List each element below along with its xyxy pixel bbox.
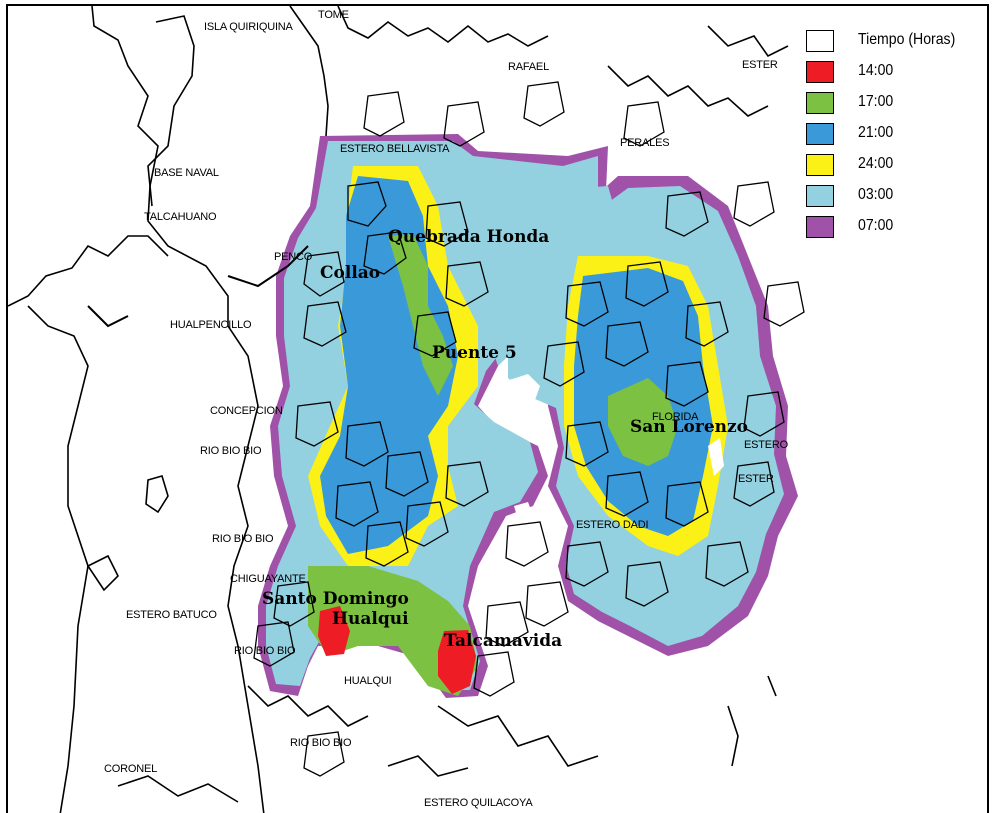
label-florida: FLORIDA [652,411,699,423]
sector-quebrada-honda: Quebrada Honda [388,227,549,247]
legend-item: 14:00 [806,61,987,87]
legend-label: 24:00 [858,155,894,172]
sector-san-lorenzo: San Lorenzo [630,417,748,437]
coastline-lines [8,6,789,813]
map-frame: TOME ISLA QUIRIQUINA RAFAEL ESTER ESTERO… [6,4,989,813]
legend-swatch [806,123,834,145]
label-estero-bellavista: ESTERO BELLAVISTA [340,143,450,155]
label-tome: TOME [318,9,349,21]
zone-green-north [388,234,453,396]
label-rio-bio-bio-2: RIO BIO BIO [212,533,274,545]
legend-label: 21:00 [858,124,894,141]
label-rafael: RAFAEL [508,61,549,73]
label-estero-right: ESTER [738,473,774,485]
sector-hualqui: Hualqui [332,609,409,629]
label-rio-bio-bio-3: RIO BIO BIO [234,645,296,657]
label-isla-quiriquina: ISLA QUIRIQUINA [204,21,294,33]
legend-label: 14:00 [858,62,894,79]
zone-green-south [308,566,478,696]
legend-swatch [806,216,834,238]
label-estero-right2: ESTERO [744,439,789,451]
legend-item: 07:00 [806,216,987,242]
sector-puente5: Puente 5 [432,343,517,363]
legend-item: 24:00 [806,154,987,180]
label-penco: PENCO [274,251,313,263]
legend-swatch [806,30,834,52]
zone-central-cyan [478,186,628,366]
sector-collao: Collao [320,263,380,283]
legend-label: 17:00 [858,93,894,110]
legend-item: 21:00 [806,123,987,149]
parcel-outlines [253,81,805,777]
legend-swatch [806,61,834,83]
legend-swatch [806,92,834,114]
legend-label: Tiempo (Horas) [858,31,956,48]
hole-1 [500,374,540,416]
label-hualqui: HUALQUI [344,675,392,687]
label-estero-quilacoya: ESTERO QUILACOYA [424,797,533,809]
hole-2 [708,438,724,476]
zone-green-east [608,378,678,466]
label-concepcion: CONCEPCION [210,405,283,417]
sector-talcamavida: Talcamavida [444,631,562,651]
legend-swatch [806,154,834,176]
label-rio-bio-bio-4: RIO BIO BIO [290,737,352,749]
label-coronel: CORONEL [104,763,157,775]
label-estero-batuco: ESTERO BATUCO [126,609,217,621]
zone-red-hualqui [318,606,350,656]
label-talcahuano: TALCAHUANO [144,211,217,223]
legend-item: 17:00 [806,92,987,118]
label-perales: PERALES [620,137,669,149]
label-estero-top: ESTER [742,59,778,71]
label-rio-bio-bio-1: RIO BIO BIO [200,445,262,457]
legend-label: 03:00 [858,186,894,203]
legend-item: 03:00 [806,185,987,211]
label-base-naval: BASE NAVAL [154,167,219,179]
legend-item: Tiempo (Horas) [806,30,987,56]
sector-santo-domingo: Santo Domingo [262,589,409,609]
legend-swatch [806,185,834,207]
label-hualpencillo: HUALPENCILLO [170,319,252,331]
label-estero-dadi: ESTERO DADI [576,519,649,531]
legend-label: 07:00 [858,217,894,234]
map-canvas[interactable]: TOME ISLA QUIRIQUINA RAFAEL ESTER ESTERO… [8,6,989,813]
label-chiguayante: CHIGUAYANTE [230,573,306,585]
hole-3 [514,502,534,526]
zone-red-talcamavida [438,630,476,694]
roads [87,245,309,328]
